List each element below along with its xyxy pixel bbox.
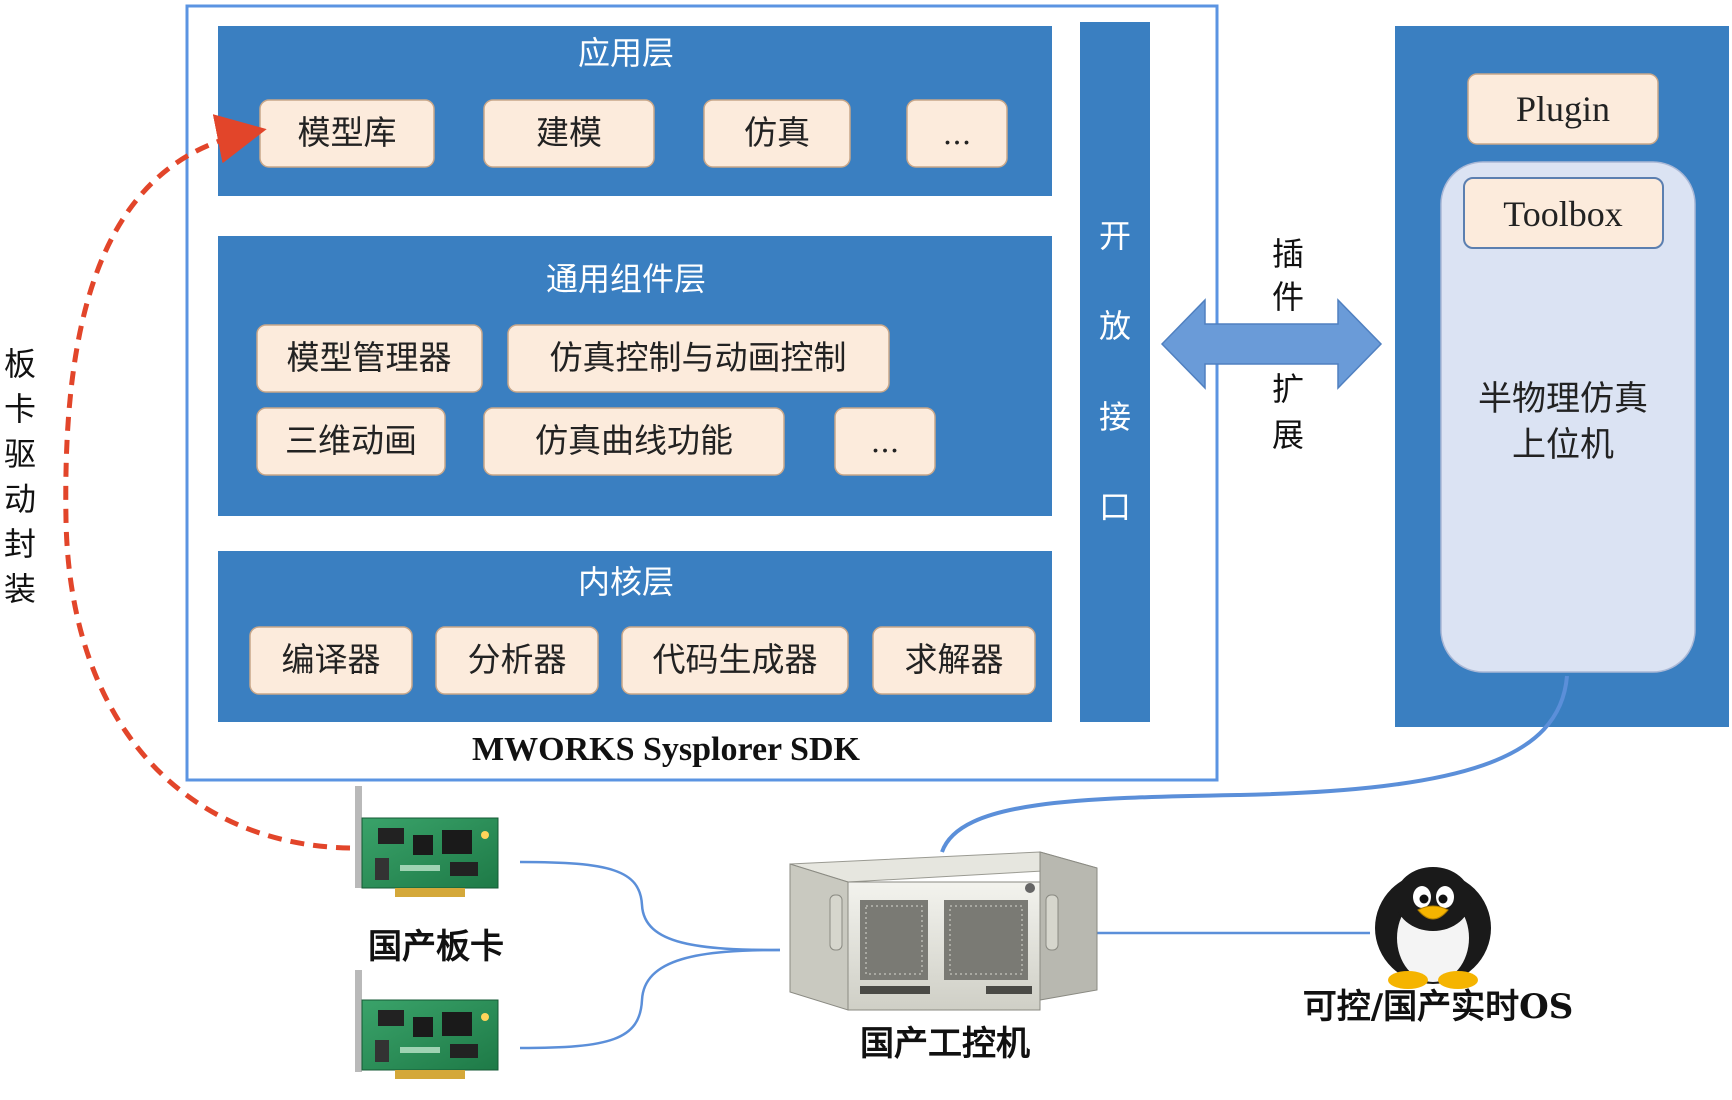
open-interface-char: 接: [1099, 398, 1131, 436]
chip-compiler[interactable]: 编译器: [249, 626, 413, 695]
app-layer: 应用层 模型库 建模 仿真 ...: [218, 26, 1052, 196]
driver-dashed-arrow: [63, 114, 351, 851]
realtime-os-label: 可控/国产实时OS: [1303, 987, 1574, 1027]
chip-model-library[interactable]: 模型库: [259, 99, 435, 168]
svg-text:驱: 驱: [4, 435, 36, 473]
chip-label: 建模: [536, 113, 602, 152]
open-interface: 开 放 接 口: [1080, 22, 1150, 722]
chip-sim-curve-function[interactable]: 仿真曲线功能: [483, 407, 785, 476]
host-name-line2: 上位机: [1512, 425, 1614, 465]
double-arrow: [1160, 298, 1383, 390]
toolbox-chip[interactable]: Toolbox: [1463, 177, 1664, 249]
host-name-line1: 半物理仿真: [1478, 379, 1648, 419]
sdk-title: MWORKS Sysplorer SDK: [472, 731, 860, 768]
chip-solver[interactable]: 求解器: [872, 626, 1036, 695]
open-interface-char: 口: [1099, 488, 1131, 526]
chip-label: 仿真: [744, 113, 810, 152]
plugin-label: Plugin: [1516, 89, 1610, 129]
chip-3d-animation[interactable]: 三维动画: [256, 407, 446, 476]
chip-sim-and-animation-control[interactable]: 仿真控制与动画控制: [507, 324, 890, 393]
industrial-pc-icon: [789, 851, 1098, 1011]
kernel-layer-title: 内核层: [578, 563, 674, 601]
chip-label: 仿真曲线功能: [535, 421, 733, 460]
app-layer-title: 应用层: [578, 34, 674, 72]
svg-text:插: 插: [1272, 235, 1304, 273]
plugin-chip[interactable]: Plugin: [1467, 73, 1659, 145]
svg-text:板: 板: [4, 345, 36, 383]
chip-more[interactable]: ...: [906, 99, 1008, 168]
chip-label: 编译器: [282, 640, 381, 679]
domestic-ipc-label: 国产工控机: [860, 1024, 1030, 1064]
chip-label: 仿真控制与动画控制: [550, 338, 847, 377]
chip-label: 模型管理器: [287, 338, 452, 377]
open-interface-char: 开: [1099, 217, 1131, 255]
host-to-ipc-line: [940, 675, 1569, 853]
plugin-extension-label: 插 件 扩 展: [1272, 235, 1304, 454]
open-interface-char: 放: [1099, 307, 1131, 345]
chip-label: 模型库: [298, 113, 397, 152]
chip-label: ...: [943, 117, 972, 152]
chip-label: 代码生成器: [653, 640, 818, 679]
penguin-icon: [1375, 867, 1491, 989]
common-layer-title: 通用组件层: [546, 260, 706, 298]
svg-text:动: 动: [4, 480, 36, 518]
svg-text:装: 装: [4, 570, 36, 608]
svg-text:扩: 扩: [1272, 370, 1304, 408]
domestic-card-label: 国产板卡: [368, 927, 504, 967]
common-layer: 通用组件层 模型管理器 仿真控制与动画控制 三维动画 仿真曲线功能 ...: [218, 236, 1052, 516]
chip-more[interactable]: ...: [834, 407, 936, 476]
toolbox-label: Toolbox: [1503, 194, 1622, 234]
pci-card-icon: [355, 970, 499, 1079]
driver-encapsulation-label: 板 卡 驱 动 封 装: [4, 345, 36, 608]
kernel-layer: 内核层 编译器 分析器 代码生成器 求解器: [218, 551, 1052, 722]
card1-to-ipc-line: [519, 860, 781, 952]
host-panel: Plugin Toolbox 半物理仿真 上位机: [1395, 26, 1729, 727]
svg-text:卡: 卡: [4, 390, 36, 428]
pci-card-icon: [355, 786, 499, 897]
svg-text:封: 封: [4, 525, 36, 563]
chip-label: 求解器: [905, 640, 1004, 679]
chip-analyzer[interactable]: 分析器: [435, 626, 599, 695]
host-app-box: [1440, 161, 1696, 673]
card2-to-ipc-line: [519, 948, 781, 1050]
svg-text:展: 展: [1272, 416, 1304, 454]
chip-modeling[interactable]: 建模: [483, 99, 655, 168]
chip-label: ...: [871, 425, 900, 460]
svg-text:件: 件: [1272, 278, 1304, 316]
chip-label: 三维动画: [285, 421, 417, 460]
chip-label: 分析器: [468, 640, 567, 679]
chip-model-manager[interactable]: 模型管理器: [256, 324, 483, 393]
chip-code-generator[interactable]: 代码生成器: [621, 626, 849, 695]
chip-simulation[interactable]: 仿真: [703, 99, 851, 168]
